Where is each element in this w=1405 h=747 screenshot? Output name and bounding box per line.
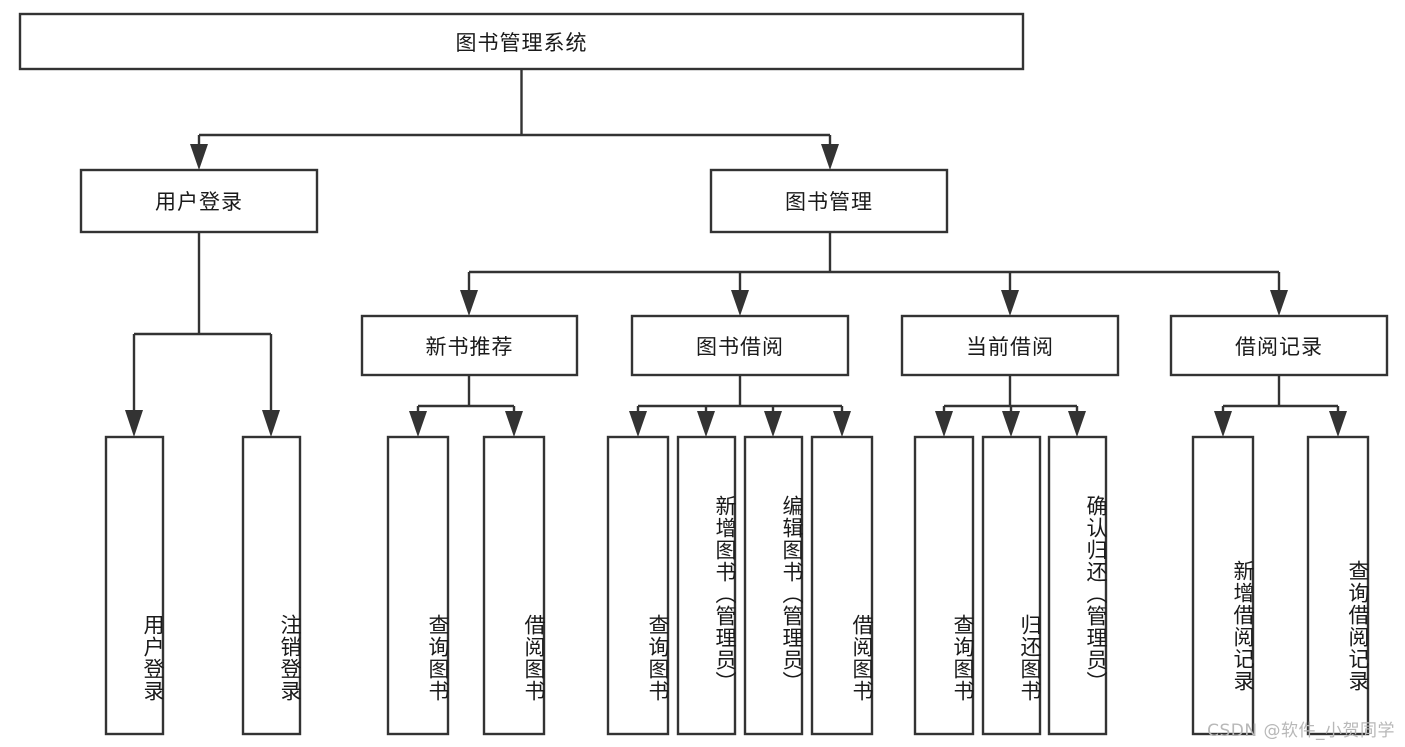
node-box-leaf-query-book-rec[interactable] <box>386 435 450 736</box>
node-box-leaf-add-borrow-record[interactable] <box>1191 435 1255 736</box>
connector-group-new-book-recommend <box>409 375 523 437</box>
node-box-user-login[interactable] <box>79 168 319 234</box>
arrow-cb-leaf-1 <box>935 411 953 437</box>
connector-group-current-borrow <box>935 375 1086 437</box>
arrow-br-leaf-2 <box>1329 411 1347 437</box>
arrow-nbr-leaf-1 <box>409 411 427 437</box>
arrow-bb-leaf-3 <box>764 411 782 437</box>
arrow-bb-leaf-2 <box>697 411 715 437</box>
csdn-watermark: CSDN @软件_小贺同学 <box>1207 721 1395 741</box>
node-box-new-book-recommend[interactable] <box>360 314 579 377</box>
arrow-root-to-book-management <box>821 144 839 170</box>
arrow-user-login-leaf-2 <box>262 410 280 437</box>
arrow-bm-to-book-borrow <box>731 290 749 316</box>
arrow-bb-leaf-1 <box>629 411 647 437</box>
node-box-leaf-query-book-current[interactable] <box>913 435 975 736</box>
node-box-leaf-logout-login[interactable] <box>241 435 302 736</box>
connector-group-user-login <box>125 232 280 437</box>
connector-group-book-borrow <box>629 375 851 437</box>
node-box-root[interactable] <box>18 12 1025 71</box>
arrow-bm-to-new-book-recommend <box>460 290 478 316</box>
node-box-borrow-record[interactable] <box>1169 314 1389 377</box>
node-box-leaf-edit-book-admin[interactable] <box>743 435 804 736</box>
connector-group-book-management <box>460 232 1288 316</box>
connector-group-root <box>190 69 839 170</box>
node-box-leaf-borrow-book-rec[interactable] <box>482 435 546 736</box>
node-box-book-management[interactable] <box>709 168 949 234</box>
arrow-root-to-user-login <box>190 144 208 170</box>
arrow-nbr-leaf-2 <box>505 411 523 437</box>
node-box-leaf-query-borrow-record[interactable] <box>1306 435 1370 736</box>
arrow-bb-leaf-4 <box>833 411 851 437</box>
arrow-cb-leaf-3 <box>1068 411 1086 437</box>
arrow-cb-leaf-2 <box>1002 411 1020 437</box>
node-box-leaf-query-book-borrow[interactable] <box>606 435 670 736</box>
arrow-br-leaf-1 <box>1214 411 1232 437</box>
node-box-leaf-user-login[interactable] <box>104 435 165 736</box>
node-box-leaf-borrow-book[interactable] <box>810 435 874 736</box>
node-box-leaf-return-book[interactable] <box>981 435 1042 736</box>
node-box-leaf-confirm-return-admin[interactable] <box>1047 435 1108 736</box>
node-box-book-borrow[interactable] <box>630 314 850 377</box>
arrow-bm-to-current-borrow <box>1001 290 1019 316</box>
node-box-current-borrow[interactable] <box>900 314 1120 377</box>
arrow-bm-to-borrow-record <box>1270 290 1288 316</box>
arrow-user-login-leaf-1 <box>125 410 143 437</box>
node-box-leaf-add-book-admin[interactable] <box>676 435 737 736</box>
connector-group-borrow-record <box>1214 375 1347 437</box>
